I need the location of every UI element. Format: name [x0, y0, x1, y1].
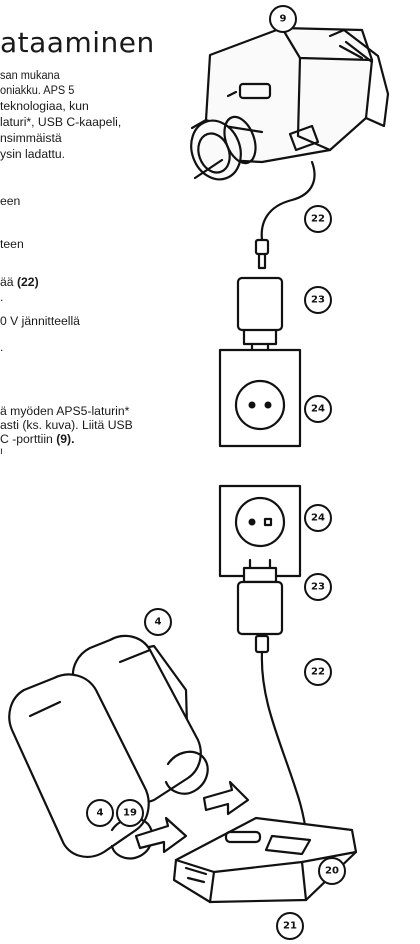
usb-cable-top	[260, 160, 316, 242]
callout-20: 20	[325, 866, 339, 877]
aps5-port-ref: (9).	[56, 432, 75, 446]
callout-24-top: 24	[311, 404, 325, 415]
section-title: ataaminen	[0, 26, 155, 59]
callout-4-left: 4	[97, 808, 104, 819]
step-4-tail: .	[0, 340, 4, 354]
charger-top-drawing	[236, 276, 284, 358]
aps5-line-1: ä myöden APS5-laturin*	[0, 404, 130, 418]
step-3-text: ää (22)	[0, 275, 39, 289]
aps5-line-3: C -porttiin (9).	[0, 432, 75, 446]
intro-line-6: ysin ladattu.	[0, 147, 66, 161]
callout-4-top: 4	[155, 617, 162, 628]
callout-21: 21	[283, 921, 297, 932]
intro-line-5: nsimmäistä	[0, 131, 62, 145]
step-3-tail: .	[0, 290, 4, 304]
intro-line-1: san mukana	[0, 68, 60, 82]
callout-19: 19	[123, 808, 137, 819]
callout-23-top: 23	[311, 295, 325, 306]
aps5-line-3-text: C -porttiin	[0, 432, 57, 446]
step-3-label: ää	[0, 275, 17, 289]
callout-9: 9	[280, 14, 287, 25]
socket-top-drawing	[218, 348, 302, 448]
callout-24-bottom: 24	[311, 513, 325, 524]
step-2-text: teen	[0, 237, 24, 251]
callout-22-top: 22	[311, 214, 325, 225]
insert-arrow-upper	[202, 780, 250, 816]
intro-line-4: laturi*, USB C-kaapeli,	[0, 115, 122, 129]
callout-22-bottom: 22	[311, 667, 325, 678]
intro-line-3: teknologiaa, kun	[0, 99, 89, 113]
socket-bottom-drawing	[218, 484, 302, 578]
intro-line-2: oniakku. APS 5	[0, 83, 75, 97]
step-4-text: 0 V jännitteellä	[0, 314, 80, 328]
insert-arrow-lower	[134, 816, 188, 854]
charger-bottom-drawing	[236, 558, 284, 636]
stray-mark: ı	[0, 446, 3, 457]
step-3-cable-ref: (22)	[16, 275, 39, 289]
monocular-device-drawing	[190, 26, 390, 181]
step-1-text: een	[0, 194, 21, 208]
callout-23-bottom: 23	[311, 582, 325, 593]
aps5-line-2: asti (ks. kuva). Liitä USB	[0, 418, 133, 432]
aps5-charger-drawing	[172, 816, 358, 904]
callout-circles	[86, 5, 346, 940]
